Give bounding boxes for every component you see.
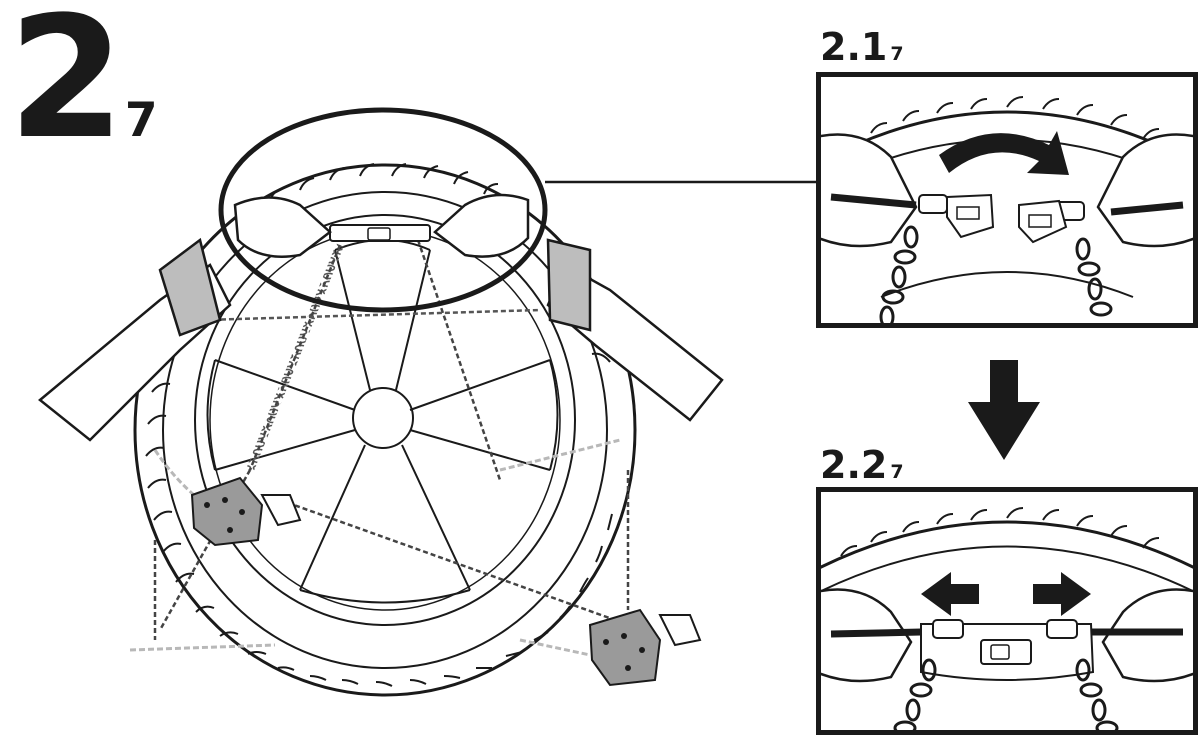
substep-subscript: 7 [890,461,903,483]
left-arrow-icon [921,572,979,616]
step-number: 27 [8,0,158,162]
substep-number: 2.2 [820,443,887,487]
substep-2-1-illustration [821,77,1193,323]
substep-2-1-panel [816,72,1198,328]
substep-2-2-panel [816,487,1198,735]
step-number-value: 2 [8,0,121,176]
step-number-subscript: 7 [125,93,158,148]
down-arrow-icon [968,360,1040,460]
right-arrow-icon [1033,572,1091,616]
curved-arrow-icon [939,131,1069,175]
substep-2-2-illustration [821,492,1193,730]
substep-number: 2.1 [820,25,887,69]
substep-subscript: 7 [890,43,903,65]
